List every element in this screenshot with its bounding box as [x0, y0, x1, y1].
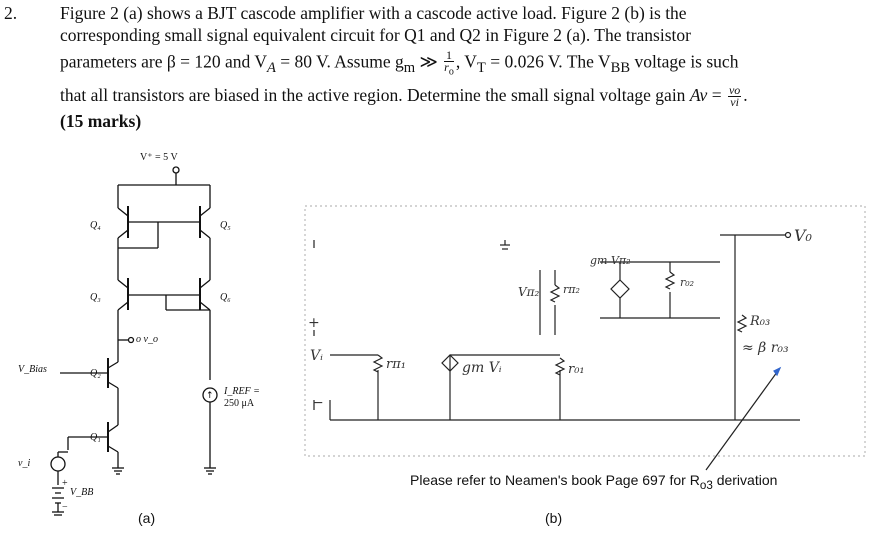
gm-vpi2-source-icon	[610, 279, 630, 299]
vi-minus-b: −	[312, 395, 324, 411]
svg-text:↑: ↑	[206, 391, 214, 401]
question-line-3: parameters are β = 120 and VA = 80 V. As…	[60, 48, 739, 78]
vpi2-label: Vπ₂	[518, 285, 540, 299]
vbb-label: V_BB	[70, 487, 94, 498]
q6-label: Q₆	[220, 292, 231, 303]
gm-vi-label: gm Vᵢ	[462, 360, 502, 376]
rpi2-label: rπ₂	[563, 283, 580, 296]
vo-node-b-icon	[784, 231, 792, 239]
q2-label: Q₂	[90, 368, 101, 379]
vo-node-icon	[127, 336, 135, 344]
vo-label-b: V₀	[794, 226, 812, 245]
ro3-label: R₀₃	[750, 314, 771, 329]
q5-label: Q₅	[220, 220, 231, 231]
ro1-label: r₀₁	[568, 362, 585, 377]
iref-label-1: I_REF =	[224, 386, 260, 397]
question-marks: (15 marks)	[60, 111, 142, 131]
vi-label-b: Vᵢ	[310, 348, 323, 364]
ro2-label: r₀₂	[680, 276, 695, 289]
q3-label: Q₃	[90, 292, 101, 303]
question-line-2: corresponding small signal equivalent ci…	[60, 25, 691, 45]
gm-vi-source-icon	[441, 354, 459, 372]
q4-label: Q₄	[90, 220, 101, 231]
vo-label-a: o v_o	[136, 334, 158, 345]
vi-plus-b: +	[308, 315, 320, 331]
reference-note: Please refer to Neamen's book Page 697 f…	[410, 472, 778, 492]
figure-a-caption: (a)	[138, 510, 156, 526]
question-number: 2.	[4, 3, 18, 23]
iref-label-2: 250 μA	[224, 398, 255, 409]
figure-b-caption: (b)	[545, 510, 563, 526]
vbb-minus: −	[62, 502, 68, 513]
vi-label-a: v_i	[18, 458, 31, 469]
vbias-label: V_Bias	[18, 364, 47, 375]
question-line-1: Figure 2 (a) shows a BJT cascode amplifi…	[60, 3, 687, 23]
beta-ro3-label: ≈ β r₀₃	[742, 340, 789, 356]
gm-vpi2-label: gm Vπ₂	[590, 254, 631, 267]
vbb-plus: +	[62, 478, 68, 489]
q1-label: Q₁	[90, 432, 101, 443]
supply-label: V⁺ = 5 V	[140, 152, 178, 163]
rpi1-label: rπ₁	[386, 357, 406, 372]
question-line-4: that all transistors are biased in the a…	[60, 83, 748, 110]
